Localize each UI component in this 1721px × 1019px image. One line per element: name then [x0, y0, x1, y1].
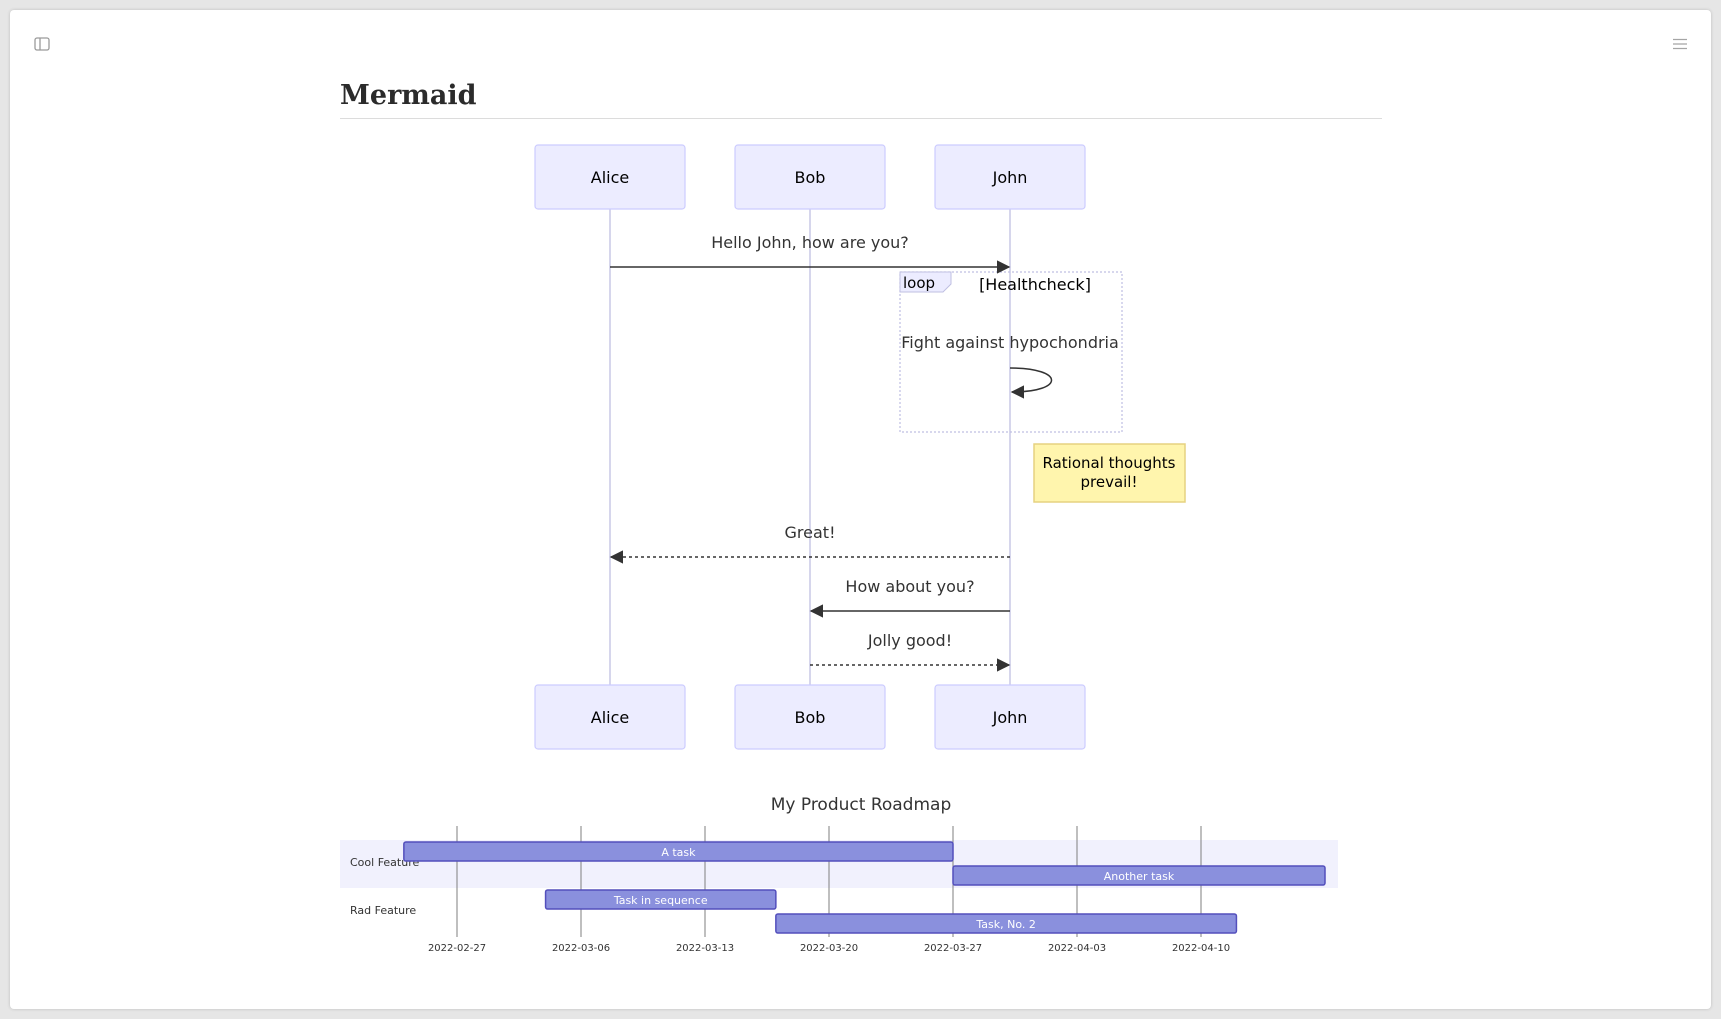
actor-box-bottom-bob [734, 684, 886, 750]
gantt-section-label: Rad Feature [350, 904, 416, 917]
gantt-tick-label: 2022-03-06 [552, 943, 610, 954]
sequence-diagram: AliceAliceBobBobJohnJohnloop[Healthcheck… [534, 144, 1186, 750]
actor-box-top-bob [734, 144, 886, 210]
loop-condition: [Healthcheck] [979, 275, 1091, 294]
actor-label-bottom: John [992, 708, 1028, 727]
gantt-section-label: Cool Feature [350, 856, 419, 869]
gantt-task-bar [775, 913, 1238, 934]
gantt-title: My Product Roadmap [771, 795, 952, 815]
note-text-line: Rational thoughts [1043, 454, 1176, 472]
gantt-tick-label: 2022-04-10 [1172, 943, 1230, 954]
actor-box-top-john [934, 144, 1086, 210]
gantt-tick-label: 2022-03-27 [924, 943, 982, 954]
loop-label: loop [903, 274, 935, 292]
message-label: Hello John, how are you? [711, 233, 909, 252]
page-title: Mermaid [340, 80, 477, 111]
actor-box-top-alice [534, 144, 686, 210]
gantt-tick-label: 2022-02-27 [428, 943, 486, 954]
message-label: Jolly good! [867, 631, 952, 650]
gantt-task-bar [952, 865, 1326, 886]
gantt-chart: My Product Roadmap 2022-02-27 2022-03-06 20… [340, 795, 1338, 954]
loop-tab [899, 271, 952, 293]
gantt-tick-label: 2022-03-20 [800, 943, 858, 954]
note-box [1033, 443, 1186, 503]
loop-frame [899, 271, 1123, 433]
note-text-line: prevail! [1080, 473, 1137, 491]
actor-label-bottom: Bob [795, 708, 826, 727]
message-label: How about you? [845, 577, 974, 596]
actor-label-bottom: Alice [591, 708, 629, 727]
gantt-task-bar [544, 889, 777, 910]
actor-box-bottom-alice [534, 684, 686, 750]
gantt-task-label: Task, No. 2 [975, 918, 1036, 931]
actor-label-top: John [992, 168, 1028, 187]
gantt-task-label: Task in sequence [613, 894, 708, 907]
actor-label-top: Alice [591, 168, 629, 187]
message-arrow-self [1009, 367, 1053, 399]
menu-icon[interactable] [1670, 34, 1690, 54]
section-band [340, 840, 1338, 888]
actor-label-top: Bob [795, 168, 826, 187]
gantt-tick-label: 2022-04-03 [1048, 943, 1106, 954]
gantt-task-label: Another task [1104, 870, 1175, 883]
gantt-task-label: A task [661, 846, 696, 859]
message-label: Great! [785, 523, 836, 542]
sidebar-toggle-icon[interactable] [32, 34, 52, 54]
gantt-tick-label: 2022-03-13 [676, 943, 734, 954]
message-label: Fight against hypochondria [901, 333, 1119, 352]
gantt-task-bar [403, 841, 954, 862]
mermaid-diagrams: AliceAliceBobBobJohnJohnloop[Healthcheck… [340, 144, 1338, 954]
title-divider [340, 118, 1382, 119]
actor-box-bottom-john [934, 684, 1086, 750]
